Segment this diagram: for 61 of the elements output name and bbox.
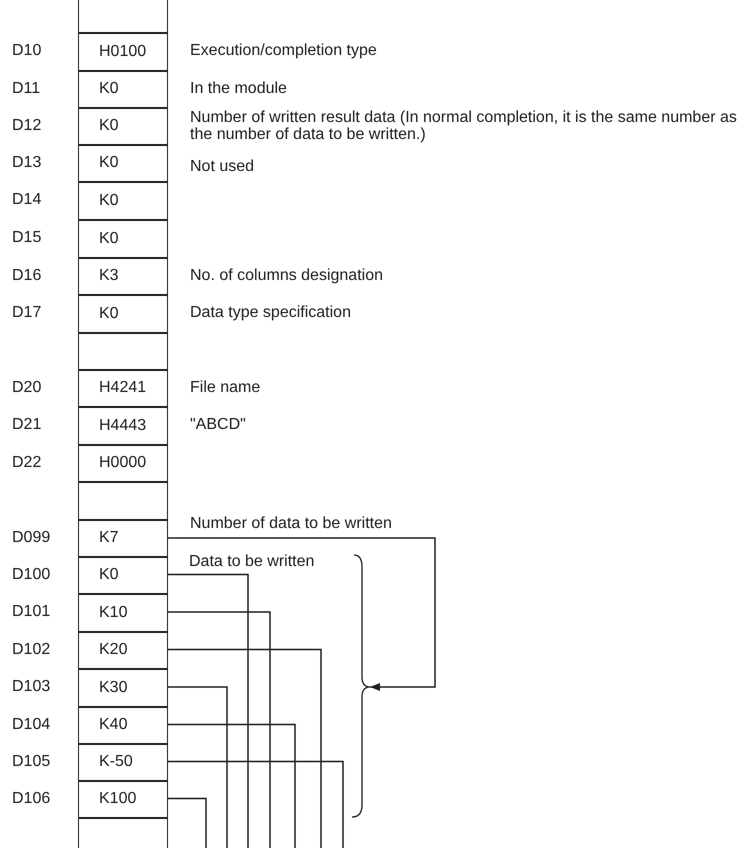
memory-cell: K0 bbox=[78, 219, 168, 258]
connector-line bbox=[167, 798, 207, 848]
device-address: D101 bbox=[12, 603, 50, 620]
connector-line bbox=[167, 760, 344, 848]
connector-line bbox=[167, 611, 271, 848]
curly-brace bbox=[352, 554, 371, 818]
device-address: D13 bbox=[12, 154, 42, 170]
memory-cell: H4241 bbox=[78, 369, 168, 408]
description-text: Data type specification bbox=[190, 304, 351, 321]
description-text: No. of columns designation bbox=[190, 267, 383, 284]
memory-cell: K0 bbox=[78, 556, 168, 594]
description-text: Number of data to be written bbox=[190, 515, 392, 532]
memory-cell: K0 bbox=[78, 294, 168, 334]
connector-line bbox=[167, 686, 228, 848]
description-text: Not used bbox=[190, 158, 254, 175]
device-address: D11 bbox=[12, 80, 40, 96]
memory-cell: K10 bbox=[78, 593, 168, 632]
description-text: Number of written result data (In normal completion, it is the same number as the number of data to be written.) bbox=[190, 109, 738, 143]
description-text: In the module bbox=[190, 80, 287, 97]
memory-cell bbox=[78, 481, 168, 520]
device-address: D100 bbox=[12, 566, 50, 582]
description-text: File name bbox=[190, 379, 260, 396]
device-address: D21 bbox=[12, 416, 42, 433]
memory-cell: K3 bbox=[78, 257, 168, 296]
device-address: D099 bbox=[12, 528, 50, 546]
device-address: D106 bbox=[12, 790, 50, 806]
memory-cell bbox=[78, 817, 168, 848]
device-address: D102 bbox=[12, 640, 50, 658]
memory-cell: H0100 bbox=[78, 32, 168, 72]
device-address: D20 bbox=[12, 378, 42, 396]
device-address: D105 bbox=[12, 752, 50, 770]
memory-cell: K0 bbox=[78, 70, 168, 108]
description-text: "ABCD" bbox=[190, 416, 246, 433]
device-address: D22 bbox=[12, 454, 42, 470]
memory-cell: K0 bbox=[78, 107, 168, 146]
device-address: D103 bbox=[12, 678, 50, 695]
memory-cell: K0 bbox=[78, 181, 168, 220]
device-address: D16 bbox=[12, 266, 42, 284]
memory-cell: K0 bbox=[78, 144, 168, 182]
device-address: D104 bbox=[12, 716, 50, 732]
memory-cell: K7 bbox=[78, 519, 168, 558]
arrow bbox=[167, 537, 436, 691]
connector-line bbox=[167, 648, 322, 848]
memory-cell bbox=[78, 332, 168, 370]
memory-cell: K40 bbox=[78, 706, 168, 744]
device-address: D12 bbox=[12, 116, 42, 134]
device-address: D14 bbox=[12, 191, 42, 208]
memory-cell: H4443 bbox=[78, 406, 168, 446]
memory-cell: K20 bbox=[78, 631, 168, 670]
memory-cell bbox=[78, 0, 168, 34]
memory-cell: H0000 bbox=[78, 444, 168, 482]
description-text: Execution/completion type bbox=[190, 42, 377, 59]
memory-cell: K100 bbox=[78, 780, 168, 818]
connector-line bbox=[167, 574, 249, 848]
connector-line bbox=[167, 724, 296, 848]
device-address: D17 bbox=[12, 304, 42, 321]
memory-cell: K-50 bbox=[78, 743, 168, 782]
note-text: Data to be written bbox=[189, 553, 314, 570]
device-address: D15 bbox=[12, 229, 42, 246]
memory-cell: K30 bbox=[78, 668, 168, 708]
device-address: D10 bbox=[12, 42, 42, 59]
